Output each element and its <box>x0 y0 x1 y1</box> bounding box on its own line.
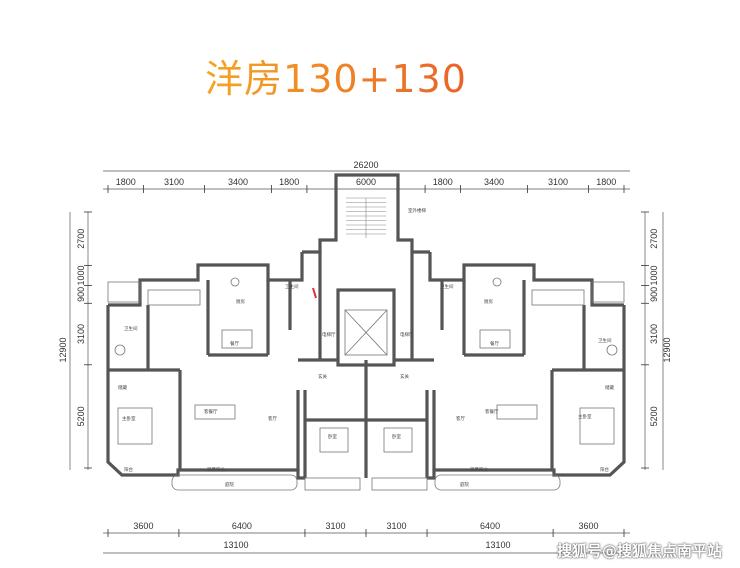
left-total-label: 12900 <box>58 337 68 362</box>
dimension-label: 6400 <box>232 521 252 531</box>
room-labels: 室外楼梯 卫生间 卫生间 卫生间 卫生间 厨房 厨房 餐厅 餐厅 电梯厅 电梯厅… <box>118 207 614 488</box>
label-hall-left: 客厅 <box>268 415 277 422</box>
label-bedroom-right: 卧室 <box>392 433 401 440</box>
label-terrace-right: 观景阳台 <box>470 466 488 473</box>
label-garden-left: 庭院 <box>225 481 234 488</box>
building-walls <box>106 173 626 491</box>
dimension-label: 1800 <box>433 177 453 187</box>
label-balcony-left: 阳台 <box>124 466 133 473</box>
dimension-label: 1800 <box>279 177 299 187</box>
label-dining-left: 餐厅 <box>230 340 239 347</box>
label-storage-right: 储藏 <box>605 384 614 391</box>
right-dimensions: 12900 2700 1000 900 3100 5200 <box>641 211 672 470</box>
dimension-label: 900 <box>76 287 86 302</box>
right-total-label: 12900 <box>662 337 672 362</box>
left-dimensions: 12900 2700 1000 900 3100 5200 <box>58 211 92 470</box>
dimension-label: 1800 <box>116 177 136 187</box>
dimension-label: 2700 <box>649 229 659 249</box>
label-entry-left: 玄关 <box>318 373 327 380</box>
label-kitchen-right: 厨房 <box>484 298 493 305</box>
dimension-label: 3400 <box>484 177 504 187</box>
label-living-right: 客餐厅 <box>485 408 499 415</box>
label-terrace-left: 观景阳台 <box>207 466 225 473</box>
label-entry-right: 玄关 <box>400 373 409 380</box>
label-stair: 室外楼梯 <box>408 207 426 214</box>
overall-width-label: 26200 <box>353 160 378 170</box>
label-elevator-hall-left: 电梯厅 <box>322 331 336 338</box>
label-kitchen-left: 厨房 <box>236 298 245 305</box>
label-garden-right: 庭院 <box>460 481 469 488</box>
label-hall-right: 客厅 <box>456 415 465 422</box>
page-title: 洋房130+130 <box>205 48 467 103</box>
dimension-label: 3100 <box>325 521 345 531</box>
dimension-label: 1000 <box>649 265 659 285</box>
dimension-label: 900 <box>649 287 659 302</box>
label-master-right: 主卧室 <box>578 413 592 420</box>
label-bath-top-right: 卫生间 <box>440 283 454 290</box>
dimension-label: 3100 <box>76 324 86 344</box>
label-elevator-hall-right: 电梯厅 <box>400 331 414 338</box>
dimension-label: 3100 <box>548 177 568 187</box>
dimension-label: 1800 <box>596 177 616 187</box>
dimension-label: 3600 <box>133 521 153 531</box>
dimension-label: 3400 <box>228 177 248 187</box>
dimension-label: 5200 <box>649 406 659 426</box>
label-bath-left: 卫生间 <box>124 325 138 332</box>
dimension-label: 6000 <box>356 177 376 187</box>
label-bath-top-left: 卫生间 <box>285 283 299 290</box>
dimension-label: 5200 <box>76 406 86 426</box>
top-dimensions: 26200 1800 3100 3400 1800 6000 1800 3400 3100 18… <box>103 160 630 193</box>
watermark: 搜狐号@搜狐焦点南平站 <box>557 542 723 560</box>
label-dining-right: 餐厅 <box>490 340 499 347</box>
bottom-total-right: 13100 <box>485 540 510 550</box>
label-balcony-right: 阳台 <box>600 466 609 473</box>
dimension-label: 3100 <box>649 324 659 344</box>
dimension-label: 1000 <box>76 265 86 285</box>
bottom-total-left: 13100 <box>223 540 248 550</box>
dimension-label: 3100 <box>387 521 407 531</box>
label-bath-right: 卫生间 <box>598 337 612 344</box>
dimension-label: 3100 <box>164 177 184 187</box>
label-bedroom-left: 卧室 <box>328 433 337 440</box>
label-living-left: 客餐厅 <box>204 408 218 415</box>
dimension-label: 3600 <box>579 521 599 531</box>
dimension-label: 6400 <box>480 521 500 531</box>
label-master-left: 主卧室 <box>122 415 136 422</box>
label-storage-left: 储藏 <box>118 384 127 391</box>
bottom-dimensions: 13100 13100 3600 6400 3100 3100 6400 3600 <box>103 521 630 554</box>
dimension-label: 2700 <box>76 229 86 249</box>
